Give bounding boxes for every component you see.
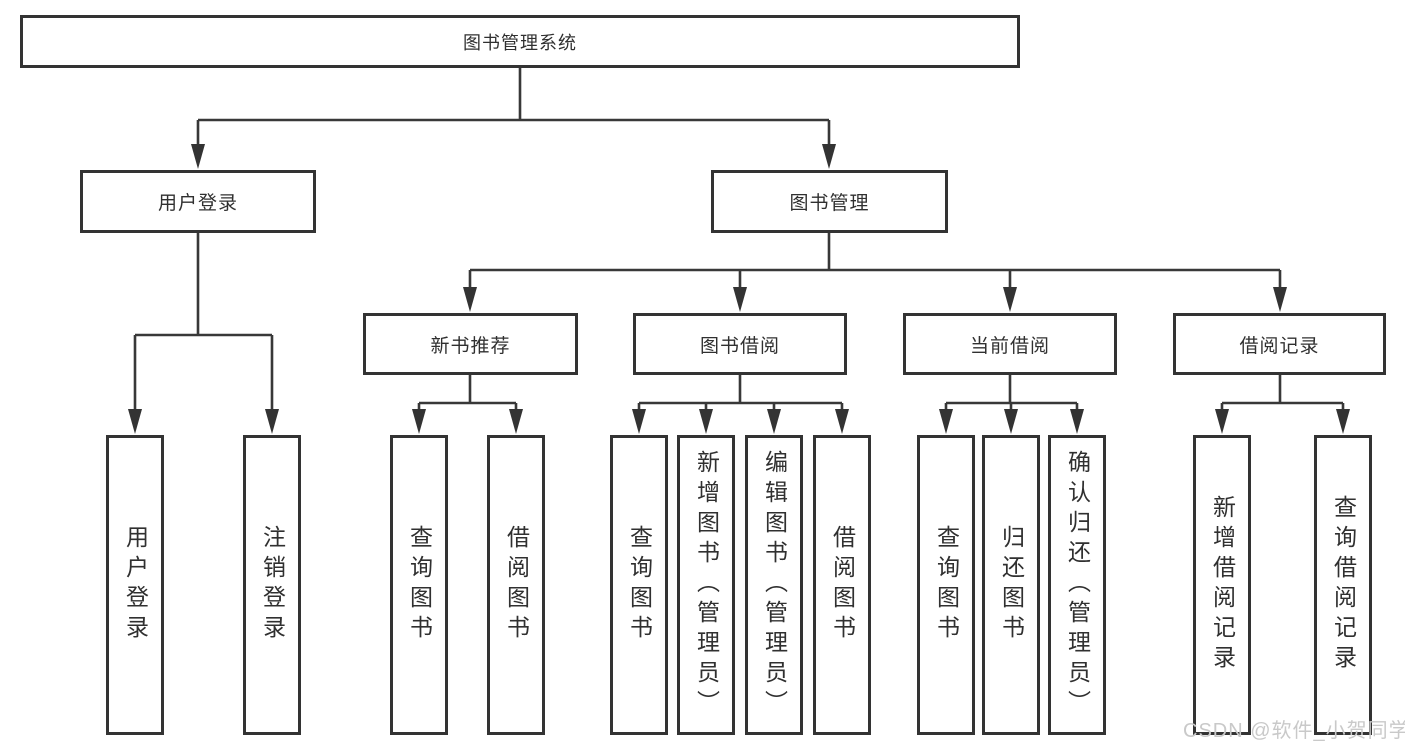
node-leaf-return-books: 归还图书	[982, 435, 1040, 735]
arrowhead	[412, 409, 426, 434]
arrowhead	[1215, 409, 1229, 434]
node-borrowing-records: 借阅记录	[1173, 313, 1386, 375]
node-leaf-confirm-return-admin: 确认归还（管理员）	[1048, 435, 1106, 735]
node-leaf-user-login: 用户登录	[106, 435, 164, 735]
arrowhead	[939, 409, 953, 434]
arrowhead	[699, 409, 713, 434]
node-leaf-edit-books-admin: 编辑图书（管理员）	[745, 435, 803, 735]
arrowhead	[1336, 409, 1350, 434]
arrowhead	[835, 409, 849, 434]
node-leaf-query-books-3: 查询图书	[917, 435, 975, 735]
node-leaf-add-books-admin: 新增图书（管理员）	[677, 435, 735, 735]
node-book-management-branch: 图书管理	[711, 170, 948, 233]
arrowhead	[1273, 287, 1287, 312]
node-leaf-borrow-books-2: 借阅图书	[813, 435, 871, 735]
node-current-borrowing: 当前借阅	[903, 313, 1117, 375]
node-leaf-borrow-books-1: 借阅图书	[487, 435, 545, 735]
node-leaf-query-books-2: 查询图书	[610, 435, 668, 735]
node-leaf-query-borrow-record: 查询借阅记录	[1314, 435, 1372, 735]
arrowhead	[822, 144, 836, 169]
arrowhead	[463, 287, 477, 312]
arrowhead	[632, 409, 646, 434]
arrowhead	[1004, 409, 1018, 434]
arrowhead	[265, 409, 279, 434]
node-new-book-recommendation: 新书推荐	[363, 313, 578, 375]
arrowhead	[733, 287, 747, 312]
node-leaf-logout: 注销登录	[243, 435, 301, 735]
arrowhead	[1003, 287, 1017, 312]
node-leaf-add-borrow-record: 新增借阅记录	[1193, 435, 1251, 735]
arrowhead	[767, 409, 781, 434]
node-library-management-system: 图书管理系统	[20, 15, 1020, 68]
node-user-login-branch: 用户登录	[80, 170, 316, 233]
arrowhead	[191, 144, 205, 169]
node-leaf-query-books-1: 查询图书	[390, 435, 448, 735]
arrowhead	[1070, 409, 1084, 434]
arrowhead	[128, 409, 142, 434]
node-book-borrowing: 图书借阅	[633, 313, 847, 375]
arrowhead	[509, 409, 523, 434]
csdn-watermark: CSDN @软件_小贺同学	[1183, 720, 1405, 742]
